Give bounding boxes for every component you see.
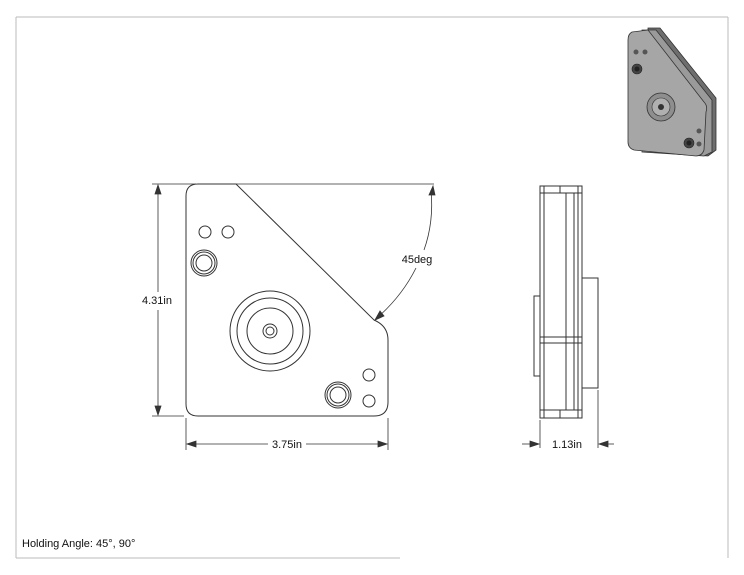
side-view: [533, 185, 599, 419]
side-view-boss: [533, 295, 541, 377]
counterbore-hole-top: [190, 249, 218, 277]
side-view-hub: [581, 277, 599, 389]
small-hole-top-left: [198, 225, 212, 239]
holding-angle-note: Holding Angle: 45°, 90°: [22, 538, 136, 550]
thickness-dimension: [522, 390, 614, 448]
counterbore-hole-bottom: [324, 381, 352, 409]
angle-dimension: [236, 183, 436, 321]
isometric-view: [627, 27, 717, 157]
front-view-outline: [185, 183, 389, 417]
width-dimension: [185, 418, 389, 450]
sheet-frame: [15, 16, 729, 559]
front-view: [185, 183, 389, 417]
side-view-plate: [539, 185, 583, 419]
small-hole-bottom-lower: [362, 394, 376, 408]
angle-dimension-label: 45deg: [402, 254, 433, 266]
height-dimension: [152, 183, 196, 417]
iso-plate-front: [627, 29, 708, 157]
center-hub: [229, 290, 311, 372]
thickness-dimension-label: 1.13in: [552, 439, 582, 451]
small-hole-top-right: [221, 225, 235, 239]
height-dimension-label: 4.31in: [142, 295, 172, 307]
width-dimension-label: 3.75in: [272, 439, 302, 451]
small-hole-bottom-upper: [362, 368, 376, 382]
